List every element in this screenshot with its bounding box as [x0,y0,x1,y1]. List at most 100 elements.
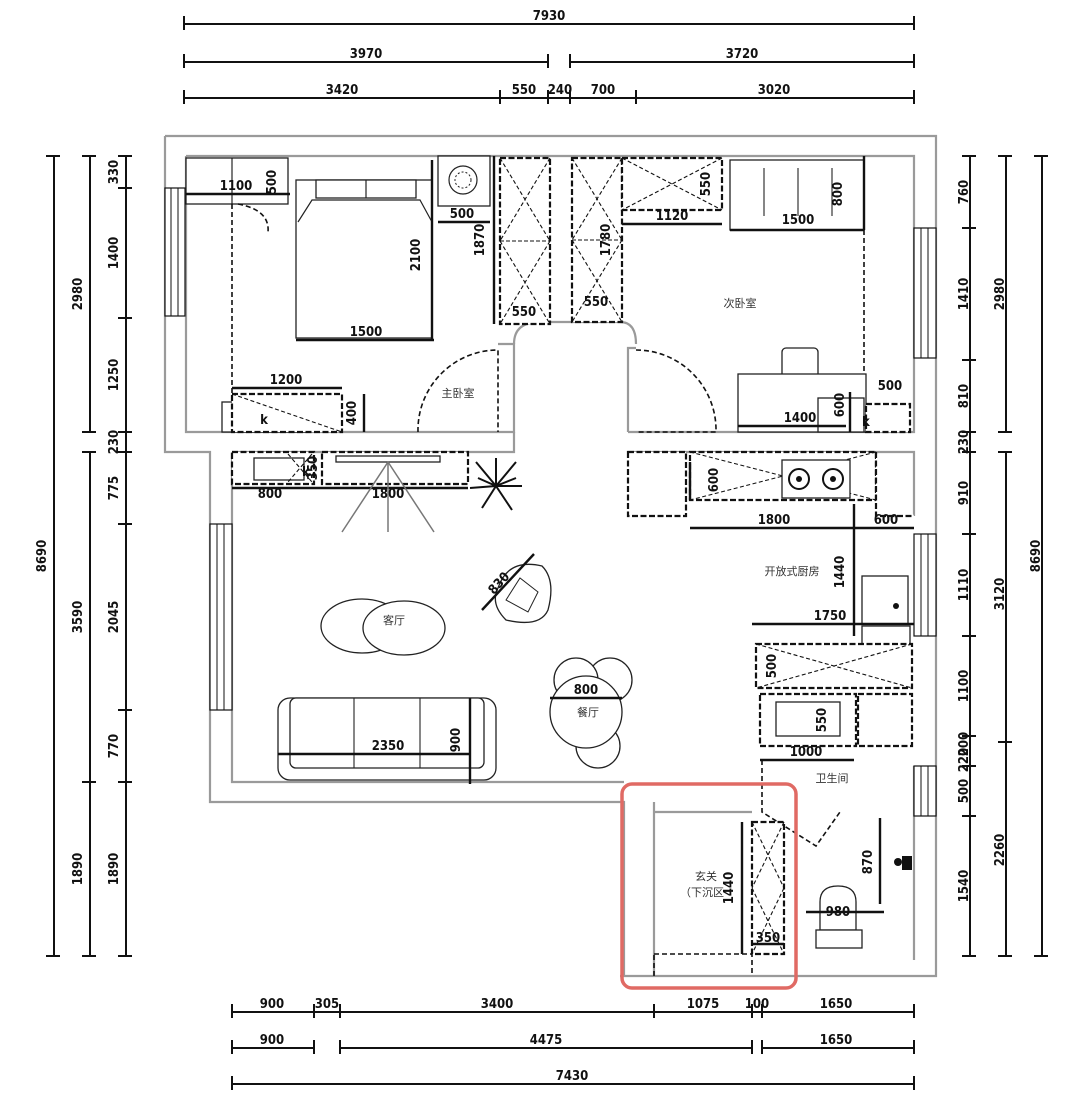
dim-bottom-seg4: 1075 [687,997,720,1012]
dim-shoe-depth: 350 [756,931,780,946]
dim-kitchen-width: 1800 [758,513,791,528]
dim-right-inner1: 760 [957,180,972,204]
right-dimensions: 760 1410 810 230 910 1110 1100 200 220 5… [957,155,1048,957]
window-second-bedroom [913,227,937,359]
dim-top-seg3: 240 [548,83,572,98]
dim-right-inner10: 500 [957,779,972,803]
dim-right-total: 8690 [1029,540,1044,573]
second-bedroom: 1780 550 550 1120 1500 800 次卧室 1400 600 … [570,156,912,434]
dim-wash-depth: 550 [815,708,830,732]
dim-second-desk-d: 600 [833,393,848,417]
dim-left-inner4: 230 [107,430,122,454]
dim-wardrobe-1-depth: 550 [512,305,536,320]
dim-second-small: 500 [878,379,902,394]
dim-wardrobe-1: 1870 [473,224,488,257]
dim-counter-width: 1750 [814,609,847,624]
bottom-dimensions: 900 305 3400 1075 100 1650 900 4475 1650… [231,997,915,1090]
dim-right-upper: 2980 [993,278,1008,311]
dim-left-inner3: 1250 [107,359,122,392]
top-dimensions: 7930 3970 3720 3420 550 240 700 3020 [183,9,915,104]
plant-icon [469,458,522,511]
dim-right-inner7: 1100 [957,670,972,703]
dim-bottom-total: 7430 [556,1069,589,1084]
master-cabinet [185,157,289,205]
dim-top-right: 3720 [726,47,759,62]
dim-second-bed-w: 1500 [782,213,815,228]
dim-master-cab-d: 500 [265,170,280,194]
windows [164,187,937,817]
dim-right-inner3: 810 [957,384,972,408]
dim-top-left: 3970 [350,47,383,62]
label-bathroom: 卫生间 [816,771,849,785]
window-kitchen [913,533,937,637]
dim-kitchen-right: 600 [874,513,898,528]
dim-bottom-seg2: 305 [315,997,339,1012]
faucet-icon [894,856,912,870]
dim-right-inner9: 220 [957,748,972,772]
dim-right-inner8: 200 [957,732,972,756]
dim-right-lower: 2260 [993,834,1008,867]
label-dining: 餐厅 [577,705,599,719]
svg-text:k: k [862,415,870,430]
tv-unit [335,455,441,463]
svg-text:k: k [260,413,268,428]
dim-nightstand: 500 [450,207,474,222]
label-second-bedroom: 次卧室 [724,296,757,310]
label-entry-1: 玄关 [695,869,717,883]
dim-top-seg4: 700 [591,83,615,98]
label-living: 客厅 [383,613,405,627]
dim-second-cab-w: 1120 [656,209,689,224]
window-master-left [164,187,186,317]
left-dimensions: 8690 2980 3590 1890 330 1400 1250 230 77… [35,155,132,957]
dim-shoe-length: 1440 [722,872,737,905]
dim-right-inner2: 1410 [957,278,972,311]
dim-tv-left: 800 [258,487,282,502]
master-nightstand [437,155,491,207]
second-bed [729,159,865,231]
dim-left-inner6: 2045 [107,601,122,634]
dim-right-inner5: 910 [957,481,972,505]
dim-toilet-width: 980 [826,905,850,920]
master-bedroom: 1100 500 1500 2100 500 1870 550 k 1200 4… [185,155,552,434]
dining-table [549,675,623,749]
highlight-entry-area [620,782,798,990]
dim-toilet-depth: 870 [861,850,876,874]
dim-top-seg5: 3020 [758,83,791,98]
svg-text:k: k [302,465,310,480]
dim-bed-width: 1500 [350,325,383,340]
window-living-left [209,523,233,711]
dim-kitchen-length: 1440 [833,556,848,589]
dim-sofa-depth: 900 [449,728,464,752]
dim-bottom-mid3: 1650 [820,1033,853,1048]
tv-shelf [253,457,305,481]
second-small-cabinet [864,402,912,434]
dim-top-total: 7930 [533,9,566,24]
dim-wardrobe-2-depth: 550 [584,295,608,310]
window-bathroom [913,765,937,817]
dim-dining-table: 800 [574,683,598,698]
dim-left-lower: 1890 [71,853,86,886]
dim-bed-length: 2100 [409,239,424,272]
dim-bottom-seg1: 900 [260,997,284,1012]
toilet-icon [815,885,863,949]
dim-master-cab-w: 1100 [220,179,253,194]
bathroom: 卫生间 870 980 [761,760,912,949]
tv-projection-icon [341,461,435,533]
label-kitchen: 开放式厨房 [765,564,820,578]
fridge-cabinet [626,450,688,518]
dim-left-upper: 2980 [71,278,86,311]
dim-left-inner8: 1890 [107,853,122,886]
dim-counter-depth: 500 [765,654,780,678]
dim-sofa-width: 2350 [372,739,405,754]
dim-bottom-mid1: 900 [260,1033,284,1048]
dim-tv-depth: 350 [306,456,321,480]
dim-master-desk-l: 1200 [270,373,303,388]
washer-dryer [856,692,914,748]
dim-master-desk-d: 400 [345,401,360,425]
dim-left-inner1: 330 [107,160,122,184]
dim-left-inner7: 770 [107,734,122,758]
entry: 玄关 （下沉区 1440 350 [620,782,798,990]
dim-wardrobe-2: 1780 [599,224,614,257]
